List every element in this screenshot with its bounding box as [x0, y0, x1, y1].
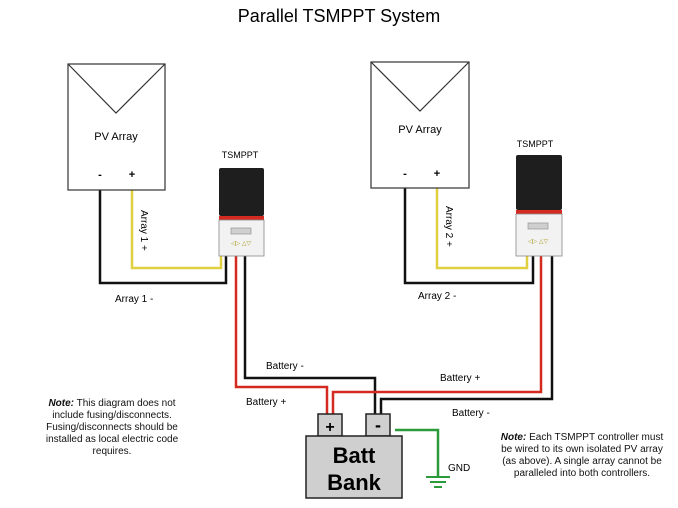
note-lead: Note:	[500, 432, 527, 443]
svg-text:-: -	[98, 169, 102, 181]
array1-positive-label: Array 1 +	[138, 210, 149, 251]
svg-text:PV Array: PV Array	[398, 124, 442, 136]
array2-negative-wire	[403, 182, 535, 285]
note-isolation: Note: Each TSMPPT controller must be wir…	[498, 432, 666, 480]
status-led-icon: ◁▷ △▽	[528, 239, 549, 245]
ctrl1-battery-negative-wire	[243, 255, 377, 414]
controller-2-label: TSMPPT	[517, 139, 554, 149]
battery-negative-label-1: Battery -	[266, 361, 304, 372]
battery-positive-label-1: Battery +	[246, 397, 286, 408]
status-led-icon: ◁▷ △▽	[231, 241, 252, 247]
array1-negative-label: Array 1 -	[115, 294, 153, 305]
tsmppt-controller-2: ◁▷ △▽	[515, 155, 563, 257]
battery-positive-label-2: Battery +	[440, 373, 480, 384]
diagram-title: Parallel TSMPPT System	[238, 6, 440, 26]
array1-negative-wire	[98, 182, 228, 285]
svg-text:Bank: Bank	[327, 470, 382, 495]
battery-negative-label-2: Battery -	[452, 408, 490, 419]
svg-text:PV Array: PV Array	[94, 131, 138, 143]
pv-array-2: PV Array - +	[370, 61, 470, 189]
svg-text:Batt: Batt	[333, 443, 376, 468]
solar-panel-icon	[370, 61, 470, 112]
ctrl1-battery-positive-wire	[234, 255, 329, 414]
svg-text:+: +	[129, 169, 135, 181]
array2-positive-label: Array 2 +	[443, 206, 454, 247]
array1-positive-wire	[130, 182, 223, 270]
battery-bank: + - Batt Bank	[305, 413, 403, 499]
array2-negative-label: Array 2 -	[418, 291, 456, 302]
note-fusing: Note: This diagram does not include fusi…	[38, 398, 186, 458]
pv-array-1: PV Array - +	[67, 63, 166, 191]
ground-symbol-icon	[426, 476, 450, 488]
tsmppt-controller-1: ◁▷ △▽	[218, 168, 265, 257]
note-text: Each TSMPPT controller must be wired to …	[501, 432, 664, 479]
svg-text:+: +	[325, 419, 334, 436]
array2-positive-wire	[435, 182, 529, 270]
solar-panel-icon	[67, 63, 166, 114]
ctrl2-battery-positive-wire	[331, 255, 543, 414]
note-text: This diagram does not include fusing/dis…	[45, 398, 179, 457]
ground-label: GND	[448, 463, 470, 474]
svg-text:-: -	[375, 415, 381, 435]
note-lead: Note:	[48, 398, 74, 409]
svg-text:+: +	[434, 168, 440, 180]
controller-1-label: TSMPPT	[222, 150, 259, 160]
svg-text:-: -	[403, 168, 407, 180]
ctrl2-battery-negative-wire	[379, 255, 554, 414]
ground-wire	[395, 428, 440, 476]
